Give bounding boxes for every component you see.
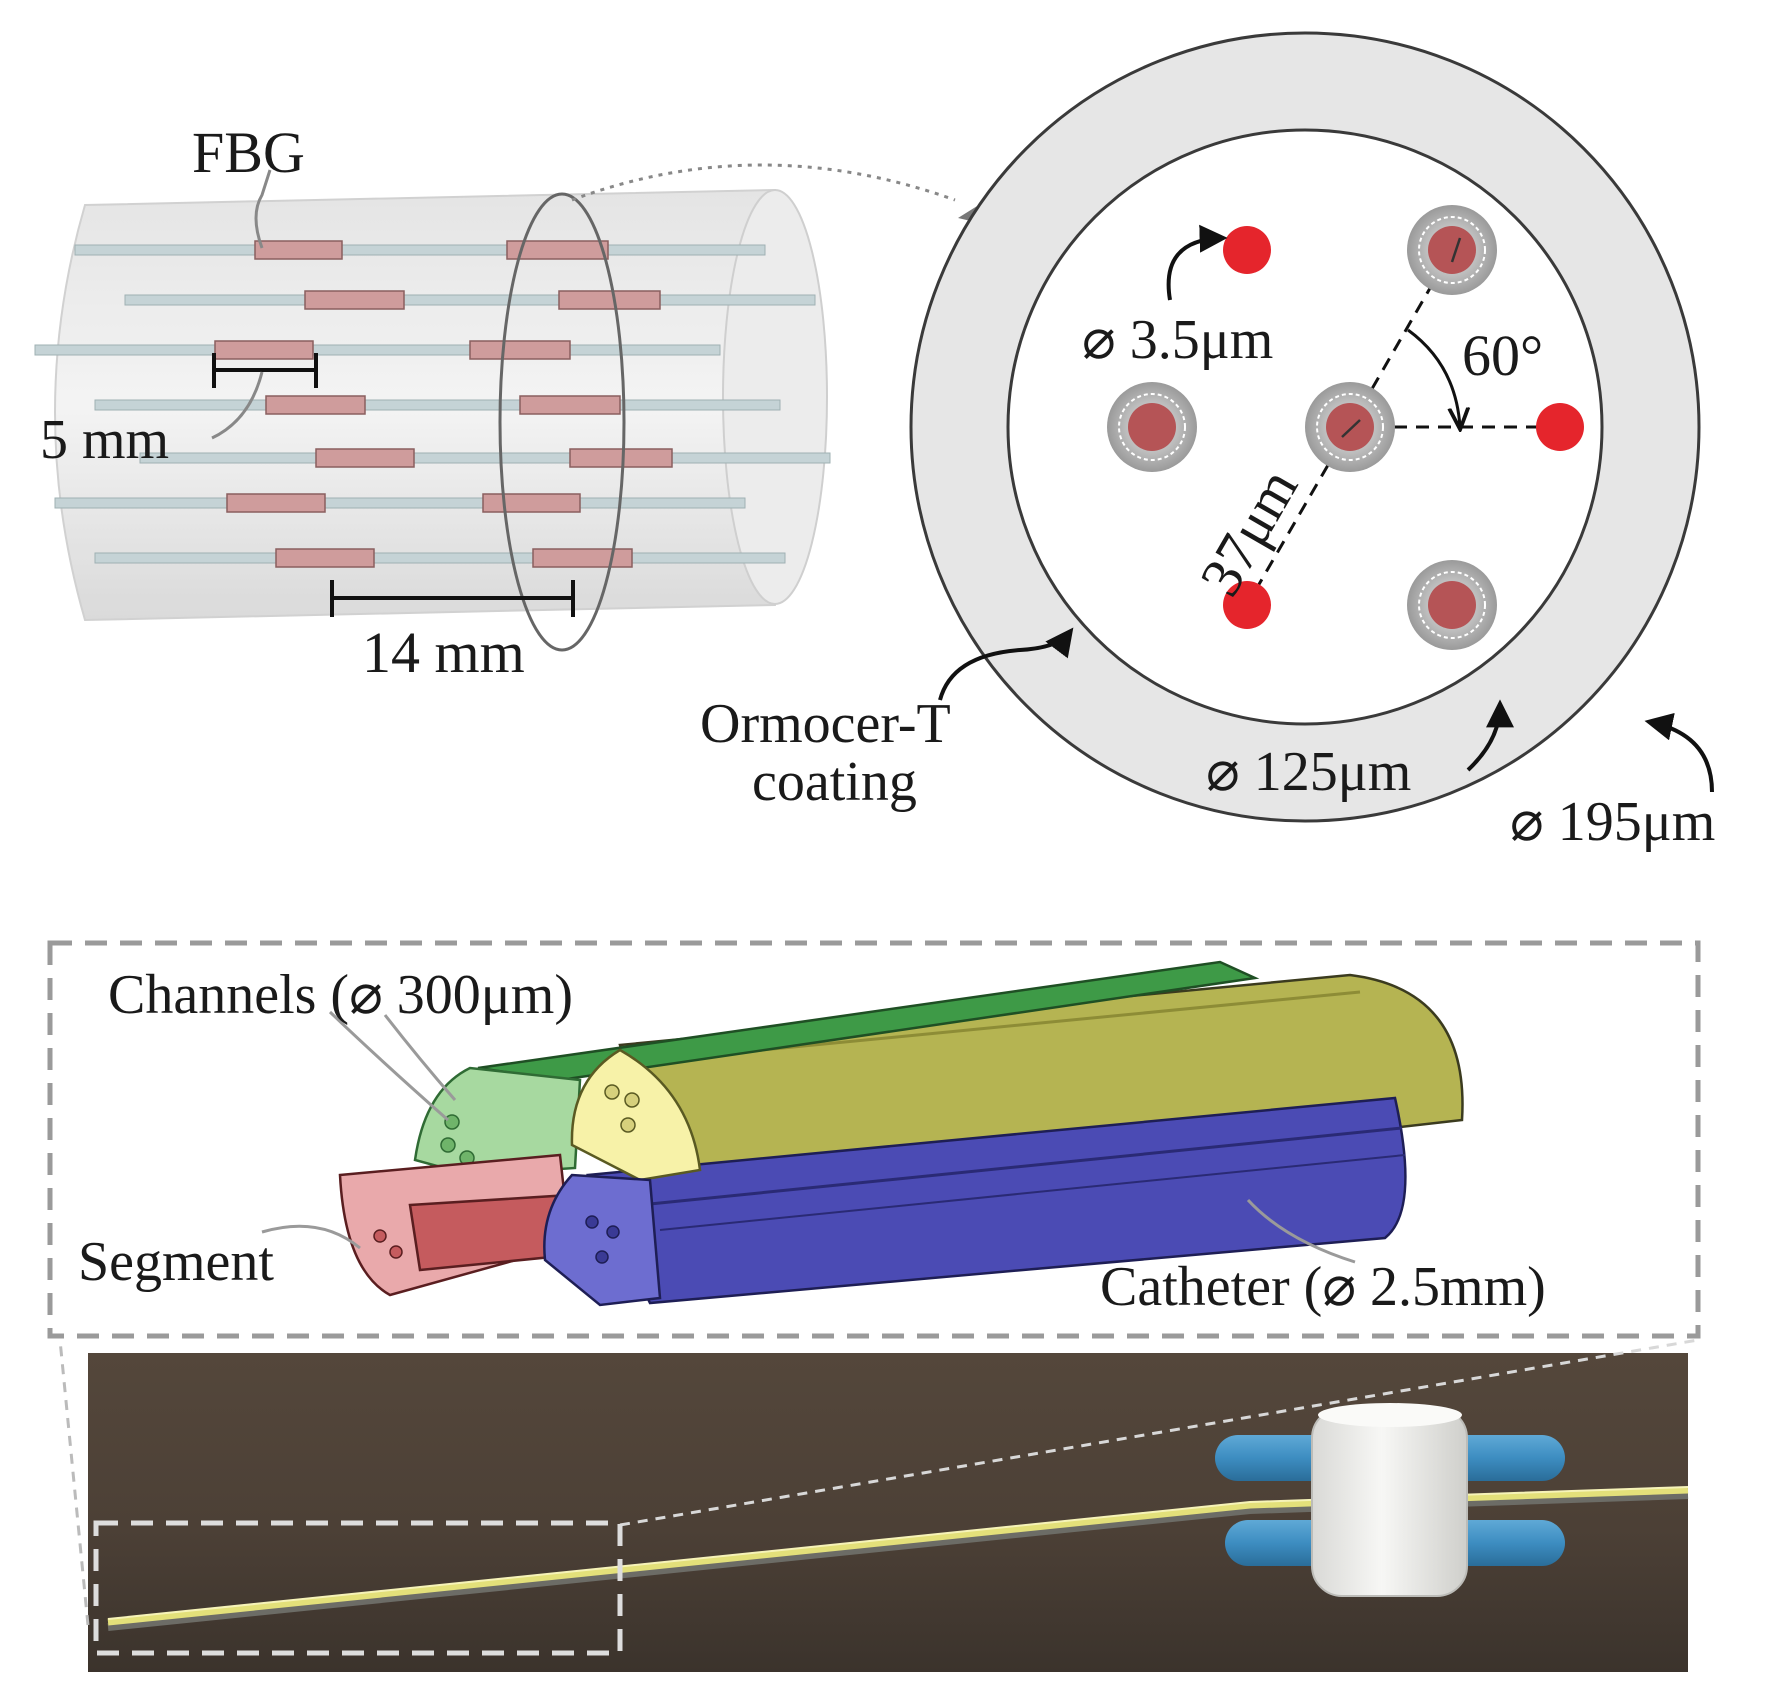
cladding-diameter-label: ⌀ 125μm — [1206, 741, 1411, 803]
grating-length-bracket — [212, 353, 318, 388]
blue-cap — [543, 1173, 662, 1307]
fbg-grating — [558, 290, 661, 310]
yellow-cap — [570, 1048, 702, 1182]
fbg-grating — [469, 340, 571, 360]
segment-label: Segment — [78, 1231, 274, 1293]
catheter-fiber — [107, 1486, 1689, 1626]
fiber-cross-section: 60° ⌀ 3.5μm 37μm ⌀ 125μm ⌀ 195μm Ormocer… — [700, 31, 1715, 853]
fiber-group — [34, 240, 831, 568]
fbg-grating — [214, 340, 314, 360]
tip-highlight-box — [93, 1520, 623, 1656]
fbg-grating — [275, 548, 375, 568]
clamp-white-block-top — [1318, 1403, 1462, 1427]
segment-leader — [261, 1224, 361, 1250]
gray-core — [1407, 560, 1497, 650]
catheter-leader — [1246, 1198, 1356, 1264]
fbg-bundle-diagram: FBG 5 mm 14 mm — [34, 120, 990, 685]
zoom-connector-dotted — [571, 163, 956, 202]
catheter-fiber-highlight — [107, 1486, 1689, 1620]
section-length-bracket — [330, 580, 575, 617]
fbg-grating — [482, 493, 581, 513]
red-core — [1223, 226, 1271, 274]
core-diameter-arrow — [1166, 224, 1228, 301]
red-core — [1223, 581, 1271, 629]
cylinder-far-end — [722, 189, 828, 605]
cross-section-ellipse — [498, 192, 626, 652]
fbg-grating — [506, 240, 609, 260]
center-core-mark — [1341, 419, 1361, 438]
fbg-grating — [265, 395, 366, 415]
coating-arrow — [938, 627, 1074, 701]
coating-diameter-label: ⌀ 195μm — [1510, 791, 1715, 853]
channel-hole — [585, 1215, 620, 1264]
blue-tube-groove — [659, 1154, 1406, 1231]
zoom-connector — [619, 1338, 1699, 1527]
core-diameter-label: ⌀ 3.5μm — [1082, 309, 1273, 371]
coating-diameter-arrow — [1644, 712, 1714, 793]
fbg-label: FBG — [192, 120, 305, 185]
inset-dashed-frame — [47, 940, 1701, 1339]
channels-leader — [383, 1014, 457, 1101]
catheter-photo — [58, 1338, 1699, 1672]
catheter-cad-inset: Channels (⌀ 300μm) Segment Catheter (⌀ 2… — [47, 940, 1701, 1339]
optical-fiber — [94, 399, 781, 411]
fbg-grating — [519, 395, 621, 415]
optical-fiber — [139, 452, 831, 464]
grating-length-leader — [211, 371, 264, 440]
cladding-diameter-arrow — [1466, 699, 1514, 772]
optical-fiber — [94, 552, 786, 564]
optical-fiber — [124, 294, 816, 306]
channels-label: Channels (⌀ 300μm) — [108, 964, 573, 1026]
optical-fiber — [74, 244, 766, 256]
center-core-mark — [1450, 237, 1462, 263]
channel-hole — [373, 1229, 403, 1259]
coating-label-line1: Ormocer-T — [700, 693, 951, 755]
section-length-label: 14 mm — [362, 620, 525, 685]
blue-tube-groove — [639, 1126, 1403, 1207]
channel-hole — [604, 1084, 640, 1133]
grating-length-label: 5 mm — [40, 409, 169, 471]
coating-label-line2: coating — [752, 751, 917, 813]
gray-core — [1107, 382, 1197, 472]
channels-leader — [328, 1010, 449, 1122]
gray-core — [1305, 382, 1395, 472]
clamp-white-block — [1311, 1407, 1468, 1597]
fbg-grating — [532, 548, 633, 568]
fbg-grating — [254, 240, 343, 260]
fbg-grating — [226, 493, 326, 513]
gray-core — [1407, 205, 1497, 295]
fbg-grating — [315, 448, 415, 468]
fbg-grating — [304, 290, 405, 310]
catheter-fiber-shadow — [107, 1491, 1689, 1631]
fbg-leader-line — [254, 169, 272, 249]
optical-fiber — [54, 497, 746, 509]
red-core — [1536, 403, 1584, 451]
zoom-connector — [58, 1339, 90, 1626]
optical-fiber — [34, 344, 721, 356]
catheter-label: Catheter (⌀ 2.5mm) — [1100, 1256, 1546, 1318]
fbg-grating — [569, 448, 673, 468]
angle-arc — [1407, 328, 1460, 427]
core-angle-label: 60° — [1462, 323, 1543, 388]
